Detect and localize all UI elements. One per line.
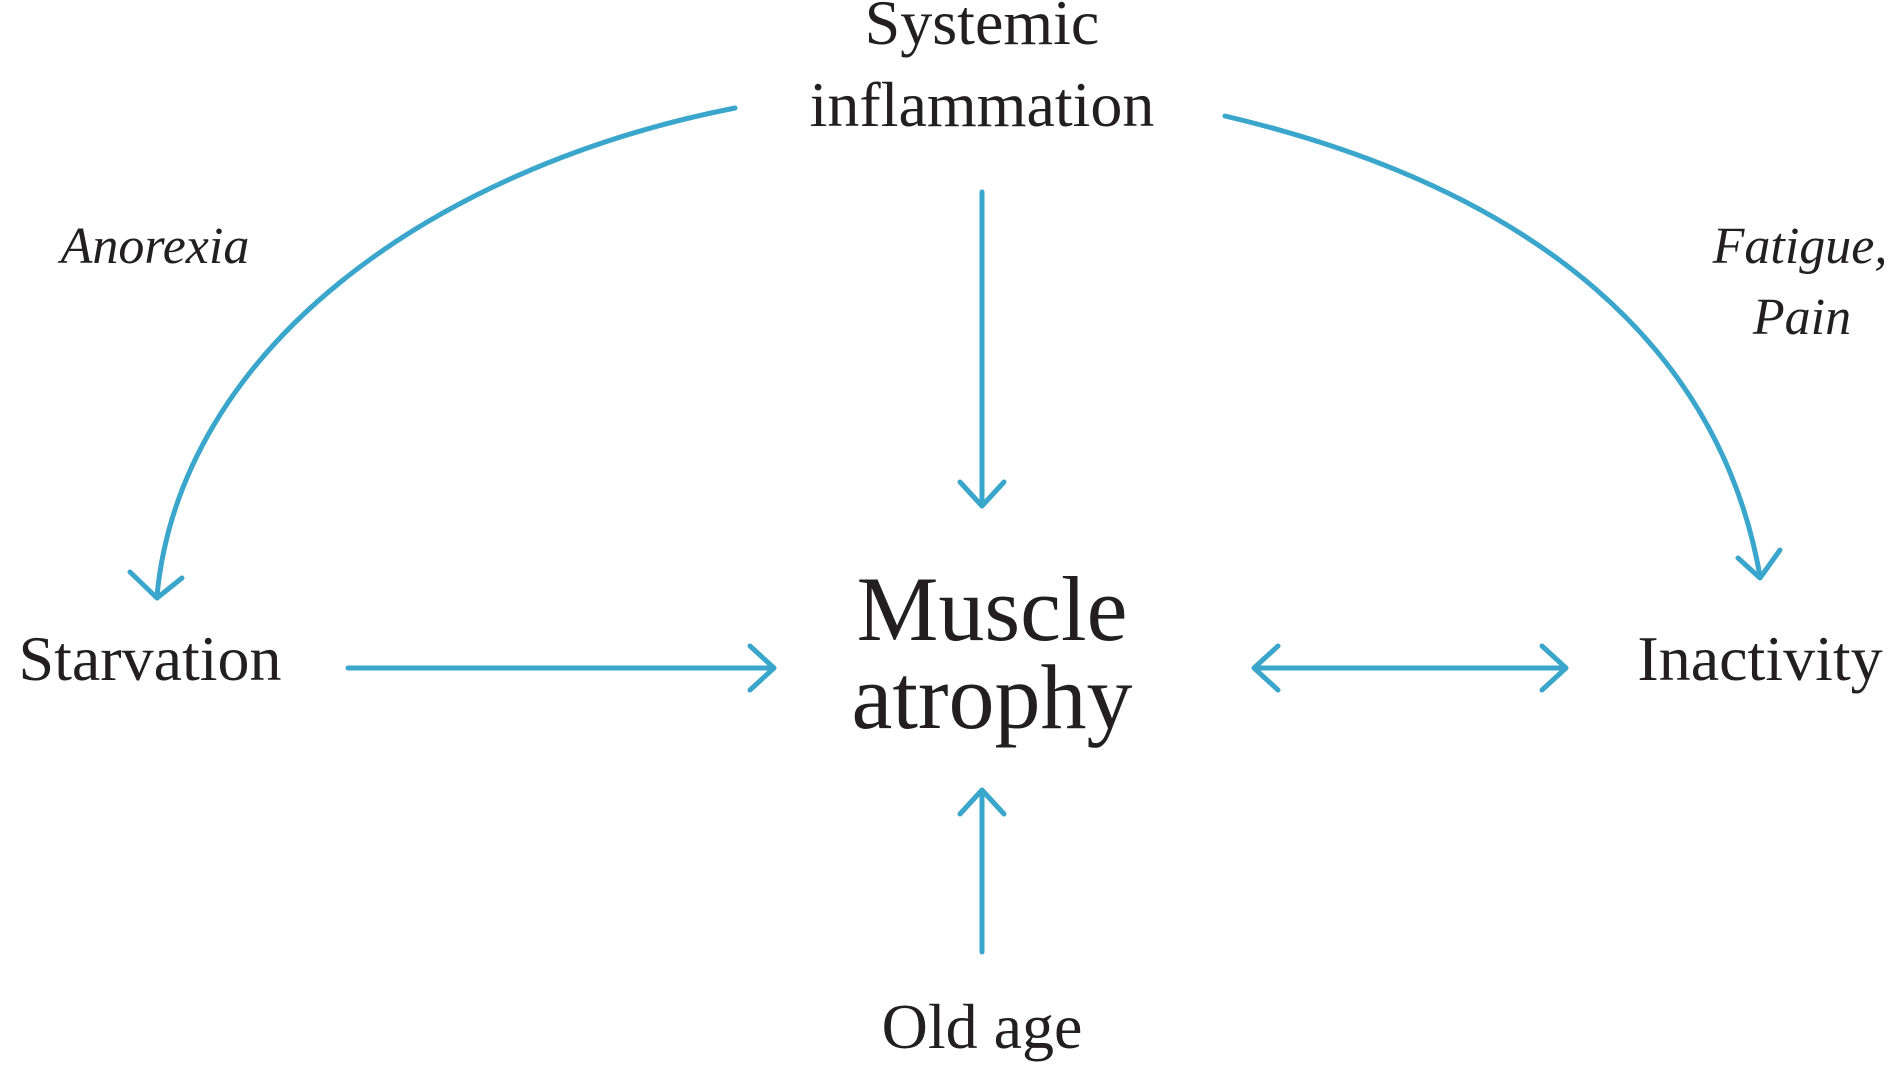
arrow-inflammation-to-inactivity	[1222, 113, 1783, 581]
node-old-age: Old age	[882, 991, 1083, 1062]
arrow-inflammation-to-muscle	[957, 189, 1007, 509]
node-systemic-line2: inflammation	[810, 69, 1155, 140]
node-systemic-line1: Systemic	[865, 0, 1100, 58]
edge-label-pain: Pain	[1752, 289, 1851, 346]
node-muscle-atrophy: Muscle atrophy	[851, 558, 1132, 748]
edge-label-fatigue: Fatigue,	[1712, 218, 1888, 275]
edge-label-anorexia: Anorexia	[58, 218, 250, 275]
arrow-inflammation-to-starvation	[127, 105, 738, 601]
arrow-muscle-inactivity-bidirectional	[1251, 643, 1569, 693]
node-muscle-line1: Muscle	[857, 558, 1128, 660]
arrow-oldage-to-muscle	[957, 787, 1007, 955]
arrow-starvation-to-muscle	[345, 643, 777, 693]
node-systemic-inflammation: Systemic inflammation	[810, 0, 1155, 140]
node-inactivity: Inactivity	[1637, 623, 1882, 694]
node-starvation: Starvation	[18, 623, 281, 694]
node-muscle-line2: atrophy	[851, 646, 1132, 748]
